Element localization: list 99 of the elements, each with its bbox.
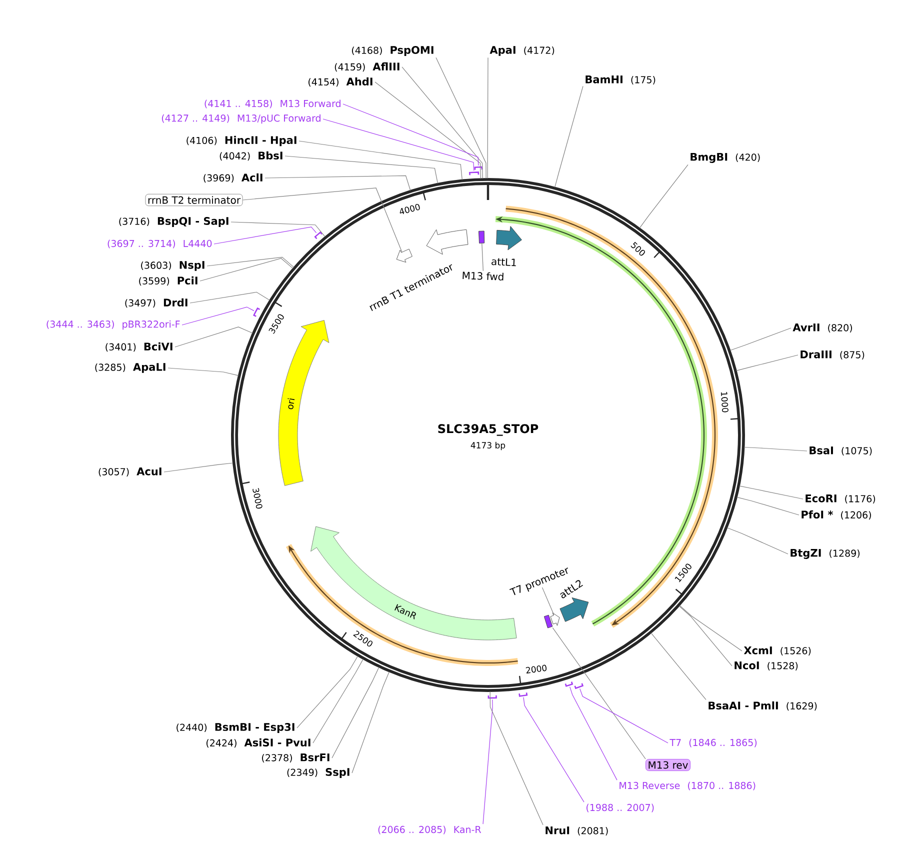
site-label: (4159) AflIII	[334, 62, 400, 72]
site-label: ApaI (4172)	[490, 46, 554, 56]
primer-mark	[518, 692, 528, 697]
primer-mark	[314, 231, 322, 240]
leader-line	[214, 226, 317, 244]
site-label: BsaI (1075)	[810, 446, 872, 456]
site-label: (3603) NspI	[141, 261, 204, 271]
leader-line	[352, 671, 390, 774]
primer-label: (3444 .. 3463) pBR322ori-F	[46, 320, 180, 330]
leader-line	[726, 527, 788, 554]
leader-line	[264, 175, 411, 191]
leader-line	[482, 699, 493, 824]
primer-mark	[564, 682, 574, 687]
leader-line	[190, 292, 270, 304]
site-label: (4168) PspOMI	[352, 46, 434, 56]
leader-line	[168, 368, 239, 376]
tick-label: 4000	[400, 204, 420, 214]
leader-line	[490, 691, 544, 826]
site-label: (3497) DrdI	[125, 298, 188, 308]
leader-line	[332, 666, 380, 758]
site-label: (2378) BsrFI	[262, 754, 330, 762]
site-label: BamHI (175)	[586, 76, 656, 84]
site-label: (4106) HincII - HpaI	[186, 136, 296, 146]
leader-line	[542, 587, 554, 616]
site-label: (4154) AhdI	[308, 77, 372, 87]
leader-line	[570, 686, 618, 780]
leader-line	[342, 104, 479, 166]
leader-line	[482, 242, 484, 272]
leader-line	[736, 496, 800, 516]
leader-line	[739, 486, 804, 500]
leader-line	[298, 140, 462, 180]
site-label: (3599) PciI	[139, 276, 198, 286]
leader-line	[322, 118, 474, 171]
leader-line	[744, 446, 808, 452]
site-label: BmgBI (420)	[690, 153, 760, 163]
primer-mark	[474, 166, 483, 170]
leader-line	[523, 697, 584, 802]
tick-label: 500	[630, 242, 645, 256]
site-label: BtgZI (1289)	[790, 549, 860, 559]
tick-label: 1000	[721, 392, 728, 412]
leader-line	[487, 57, 488, 179]
site-label: (2424) AsiSI - PvuI	[206, 738, 310, 748]
primer-label: (2066 .. 2085) Kan-R	[378, 826, 482, 834]
site-label: BsaAI - PmlI (1629)	[708, 701, 817, 711]
site-label: (2440) BsmBI - Esp3I	[176, 723, 294, 733]
site-label: DraIII (875)	[800, 350, 864, 360]
plasmid-name: SLC39A5_STOP	[438, 424, 538, 436]
leader-line	[678, 606, 732, 666]
leader-line	[436, 57, 486, 179]
leader-line	[242, 188, 402, 252]
leader-line	[730, 328, 792, 351]
leader-line	[312, 658, 364, 744]
site-label: (3969) AclI	[204, 173, 262, 183]
feature-label-box: rrnB T2 terminator	[145, 194, 243, 206]
primer-mark	[574, 683, 584, 690]
leader-line	[554, 86, 584, 188]
primer-label: (1988 .. 2007)	[586, 804, 654, 812]
site-label: (2349) SspI	[287, 768, 350, 778]
primer-mark	[253, 307, 260, 317]
feature-label-box: M13 rev	[646, 759, 690, 771]
site-label: PfoI * (1206)	[802, 510, 871, 520]
leader-line	[552, 627, 646, 760]
leader-line	[402, 66, 483, 179]
primer-mark	[488, 695, 497, 699]
primer-label: (4141 .. 4158) M13 Forward	[204, 100, 340, 108]
primer-label: M13 Reverse (1870 .. 1886)	[620, 782, 756, 790]
leader-line	[164, 462, 234, 472]
site-label: NruI (2081)	[546, 826, 608, 836]
leader-line	[206, 256, 294, 268]
primer-label: (4127 .. 4149) M13/pUC Forward	[162, 114, 320, 124]
site-label: (3716) BspQI - SapI	[119, 217, 228, 227]
leader-line	[580, 688, 668, 744]
leader-line	[230, 222, 326, 238]
node-label: attL1	[492, 258, 516, 266]
site-label: EcoRI (1176)	[806, 494, 876, 504]
leader-line	[174, 326, 253, 348]
leader-line	[374, 82, 481, 179]
leader-line	[679, 605, 742, 652]
site-label: AvrII (820)	[792, 324, 852, 332]
site-label: (3285) ApaLI	[95, 363, 166, 373]
site-label: XcmI (1526)	[744, 646, 811, 656]
site-label: NcoI (1528)	[734, 662, 798, 670]
tick-label: 3000	[252, 488, 262, 509]
tick-label: 2000	[526, 664, 547, 674]
primer-label: T7 (1846 .. 1865)	[670, 738, 757, 748]
primer-label: (3697 .. 3714) L4440	[108, 240, 212, 248]
leader-line	[639, 164, 688, 228]
leader-line	[296, 656, 358, 728]
primer-mark	[468, 172, 480, 176]
leader-line	[284, 156, 438, 184]
site-label: (4042) BbsI	[220, 151, 282, 161]
site-label: (3057) AcuI	[98, 468, 162, 476]
plasmid-size: 4173 bp	[470, 442, 506, 450]
site-label: (3401) BciVI	[106, 342, 172, 352]
leader-line	[200, 258, 294, 282]
leader-line	[736, 354, 798, 372]
leader-line	[650, 632, 706, 700]
feature-arc	[286, 544, 518, 666]
leader-line	[182, 306, 254, 326]
